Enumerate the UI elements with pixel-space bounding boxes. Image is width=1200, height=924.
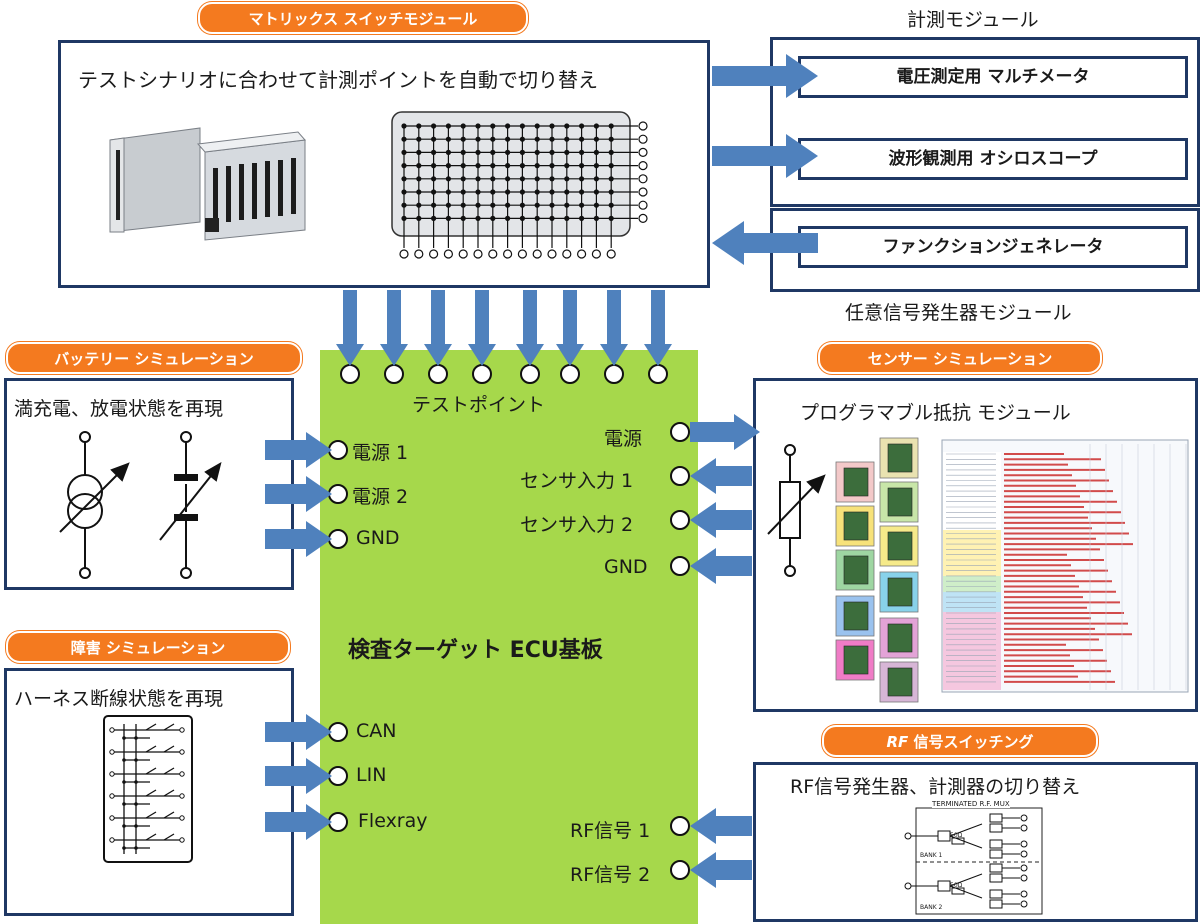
matrix-column-terminal (517, 249, 528, 259)
matrix-column-terminal (547, 249, 557, 259)
arrow-to-testpoint (556, 290, 584, 366)
matrix-column-terminal (562, 249, 572, 259)
rf-bank1-label: BANK 1 (920, 852, 943, 859)
multimeter-box: 電圧測定用 マルチメータ (798, 56, 1188, 98)
pin-label-lin: LIN (356, 764, 387, 786)
fault-sim-pill: 障害 シミュレーション (6, 631, 290, 663)
arrow-to-testpoint (468, 290, 496, 366)
arrow-ecu-power-out (690, 414, 760, 450)
arrow-from-rf (690, 852, 752, 888)
matrix-column-terminal (532, 249, 542, 259)
testpoint-label: テストポイント (412, 394, 546, 416)
arrow-to-testpoint (380, 290, 408, 366)
ecu-title: 検査ターゲット ECU基板 (348, 638, 603, 663)
arrow-to-testpoint (424, 290, 452, 366)
measure-module-frame (770, 37, 1200, 207)
battery-sim-pill: バッテリー シミュレーション (6, 342, 302, 374)
pin-terminal (670, 510, 690, 530)
battery-sim-box (4, 378, 294, 590)
arrow-to-testpoint (516, 290, 544, 366)
pin-label-sensor2: センサ入力 2 (520, 514, 634, 536)
matrix-row-terminal (638, 121, 648, 131)
matrix-column-terminal (576, 249, 587, 259)
arrow-to-ecu-pin (265, 804, 332, 840)
arrow-from-sensor (690, 548, 752, 584)
matrix-column-terminal (458, 249, 468, 259)
rf-bank2-label: BANK 2 (920, 904, 943, 911)
matrix-caption: テストシナリオに合わせて計測ポイントを自動で切り替え (78, 68, 598, 92)
rf-caption: RF信号発生器、計測器の切り替え (790, 776, 1081, 798)
pin-label-power: 電源 (604, 428, 643, 450)
matrix-column-terminal (414, 249, 424, 259)
matrix-column-terminal (606, 249, 616, 259)
pin-terminal (670, 466, 690, 486)
pin-terminal (670, 816, 690, 836)
pin-label-gnd-right: GND (604, 556, 648, 578)
matrix-column-terminal (488, 249, 498, 259)
arrow-to-ecu-pin (265, 476, 332, 512)
arrow-from-generator (712, 221, 818, 265)
pin-label-power2: 電源 2 (352, 486, 409, 508)
matrix-column-terminal (443, 249, 453, 259)
matrix-column-terminal (473, 249, 483, 259)
matrix-column-terminal (399, 249, 409, 259)
measure-module-title: 計測モジュール (907, 9, 1039, 31)
arrow-to-testpoint (644, 290, 672, 366)
matrix-row-terminal (638, 161, 648, 171)
arrow-to-ecu-pin (265, 714, 332, 750)
pin-label-gnd-left: GND (356, 527, 400, 549)
rf-pill-rf-text: RF (886, 733, 909, 751)
arrow-to-testpoint (336, 290, 364, 366)
matrix-row-terminal (638, 147, 648, 157)
arrow-to-ecu-pin (265, 521, 332, 557)
rf-switch-pill: RF 信号スイッチング (822, 725, 1098, 757)
matrix-module-pill: マトリックス スイッチモジュール (198, 2, 528, 34)
rf-ohm-label-2: 50Ω (950, 882, 963, 889)
pin-label-can: CAN (356, 720, 397, 742)
pin-terminal (670, 860, 690, 880)
matrix-row-terminal (638, 134, 648, 144)
generator-module-title: 任意信号発生器モジュール (845, 302, 1072, 324)
rf-ohm-label-1: 50Ω (950, 832, 963, 839)
arrow-from-sensor (690, 458, 752, 494)
pin-label-power1: 電源 1 (352, 442, 409, 464)
oscilloscope-box: 波形観測用 オシロスコープ (798, 138, 1188, 180)
sensor-sim-pill: センサー シミュレーション (818, 342, 1102, 374)
rf-pill-text: 信号スイッチング (908, 733, 1034, 751)
pin-label-sensor1: センサ入力 1 (520, 470, 634, 492)
arrow-to-testpoint (600, 290, 628, 366)
arrow-to-ecu-pin (265, 758, 332, 794)
pin-label-rf1: RF信号 1 (570, 820, 651, 842)
pin-terminal (670, 556, 690, 576)
pin-terminal (670, 422, 690, 442)
matrix-row-terminal (638, 213, 648, 223)
matrix-row-terminal (638, 200, 648, 210)
rf-mux-title: TERMINATED R.F. MUX (932, 800, 1010, 808)
battery-caption: 満充電、放電状態を再現 (14, 398, 224, 420)
matrix-column-terminal (503, 249, 513, 259)
matrix-row-terminal (638, 187, 648, 197)
ecu-board (320, 350, 698, 924)
matrix-column-terminal (591, 249, 602, 259)
pin-label-rf2: RF信号 2 (570, 864, 651, 886)
matrix-column-terminal (429, 249, 439, 259)
arrow-from-sensor (690, 502, 752, 538)
fault-caption: ハーネス断線状態を再現 (14, 688, 224, 710)
arrow-to-multimeter (712, 54, 818, 98)
arrow-to-ecu-pin (265, 432, 332, 468)
pin-label-flexray: Flexray (358, 810, 428, 832)
sensor-caption: プログラマブル抵抗 モジュール (800, 402, 1071, 424)
matrix-row-terminal (638, 174, 648, 184)
arrow-from-rf (690, 808, 752, 844)
arrow-to-oscilloscope (712, 134, 818, 178)
